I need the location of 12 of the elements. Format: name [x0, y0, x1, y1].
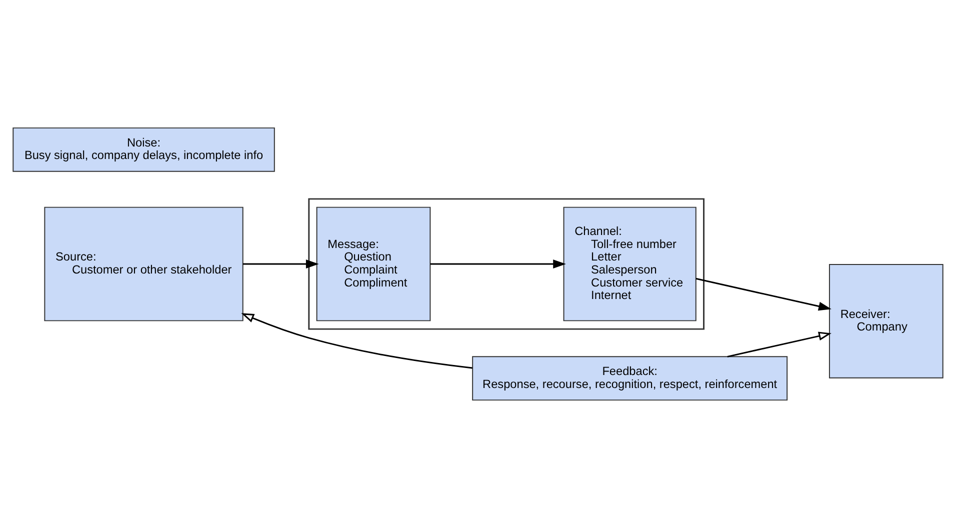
arrow — [243, 259, 319, 268]
node-box: Message: Question Complaint Compliment — [316, 206, 431, 321]
node-box: Feedback: Response, recourse, recognition, respect, reinforcement — [472, 356, 788, 400]
node-box: Channel: Toll-free number Letter Salesperson Customer service Internet — [563, 206, 696, 321]
node-box: Noise: Busy signal, company delays, incomplete info — [12, 126, 275, 172]
node-box: Receiver: Company — [828, 264, 944, 378]
arrow — [727, 331, 832, 357]
arrow — [696, 277, 832, 310]
node-box: Source: Customer or other stakeholder — [44, 206, 244, 321]
cluster — [308, 198, 705, 330]
arrow — [241, 312, 472, 368]
arrow — [430, 259, 566, 268]
